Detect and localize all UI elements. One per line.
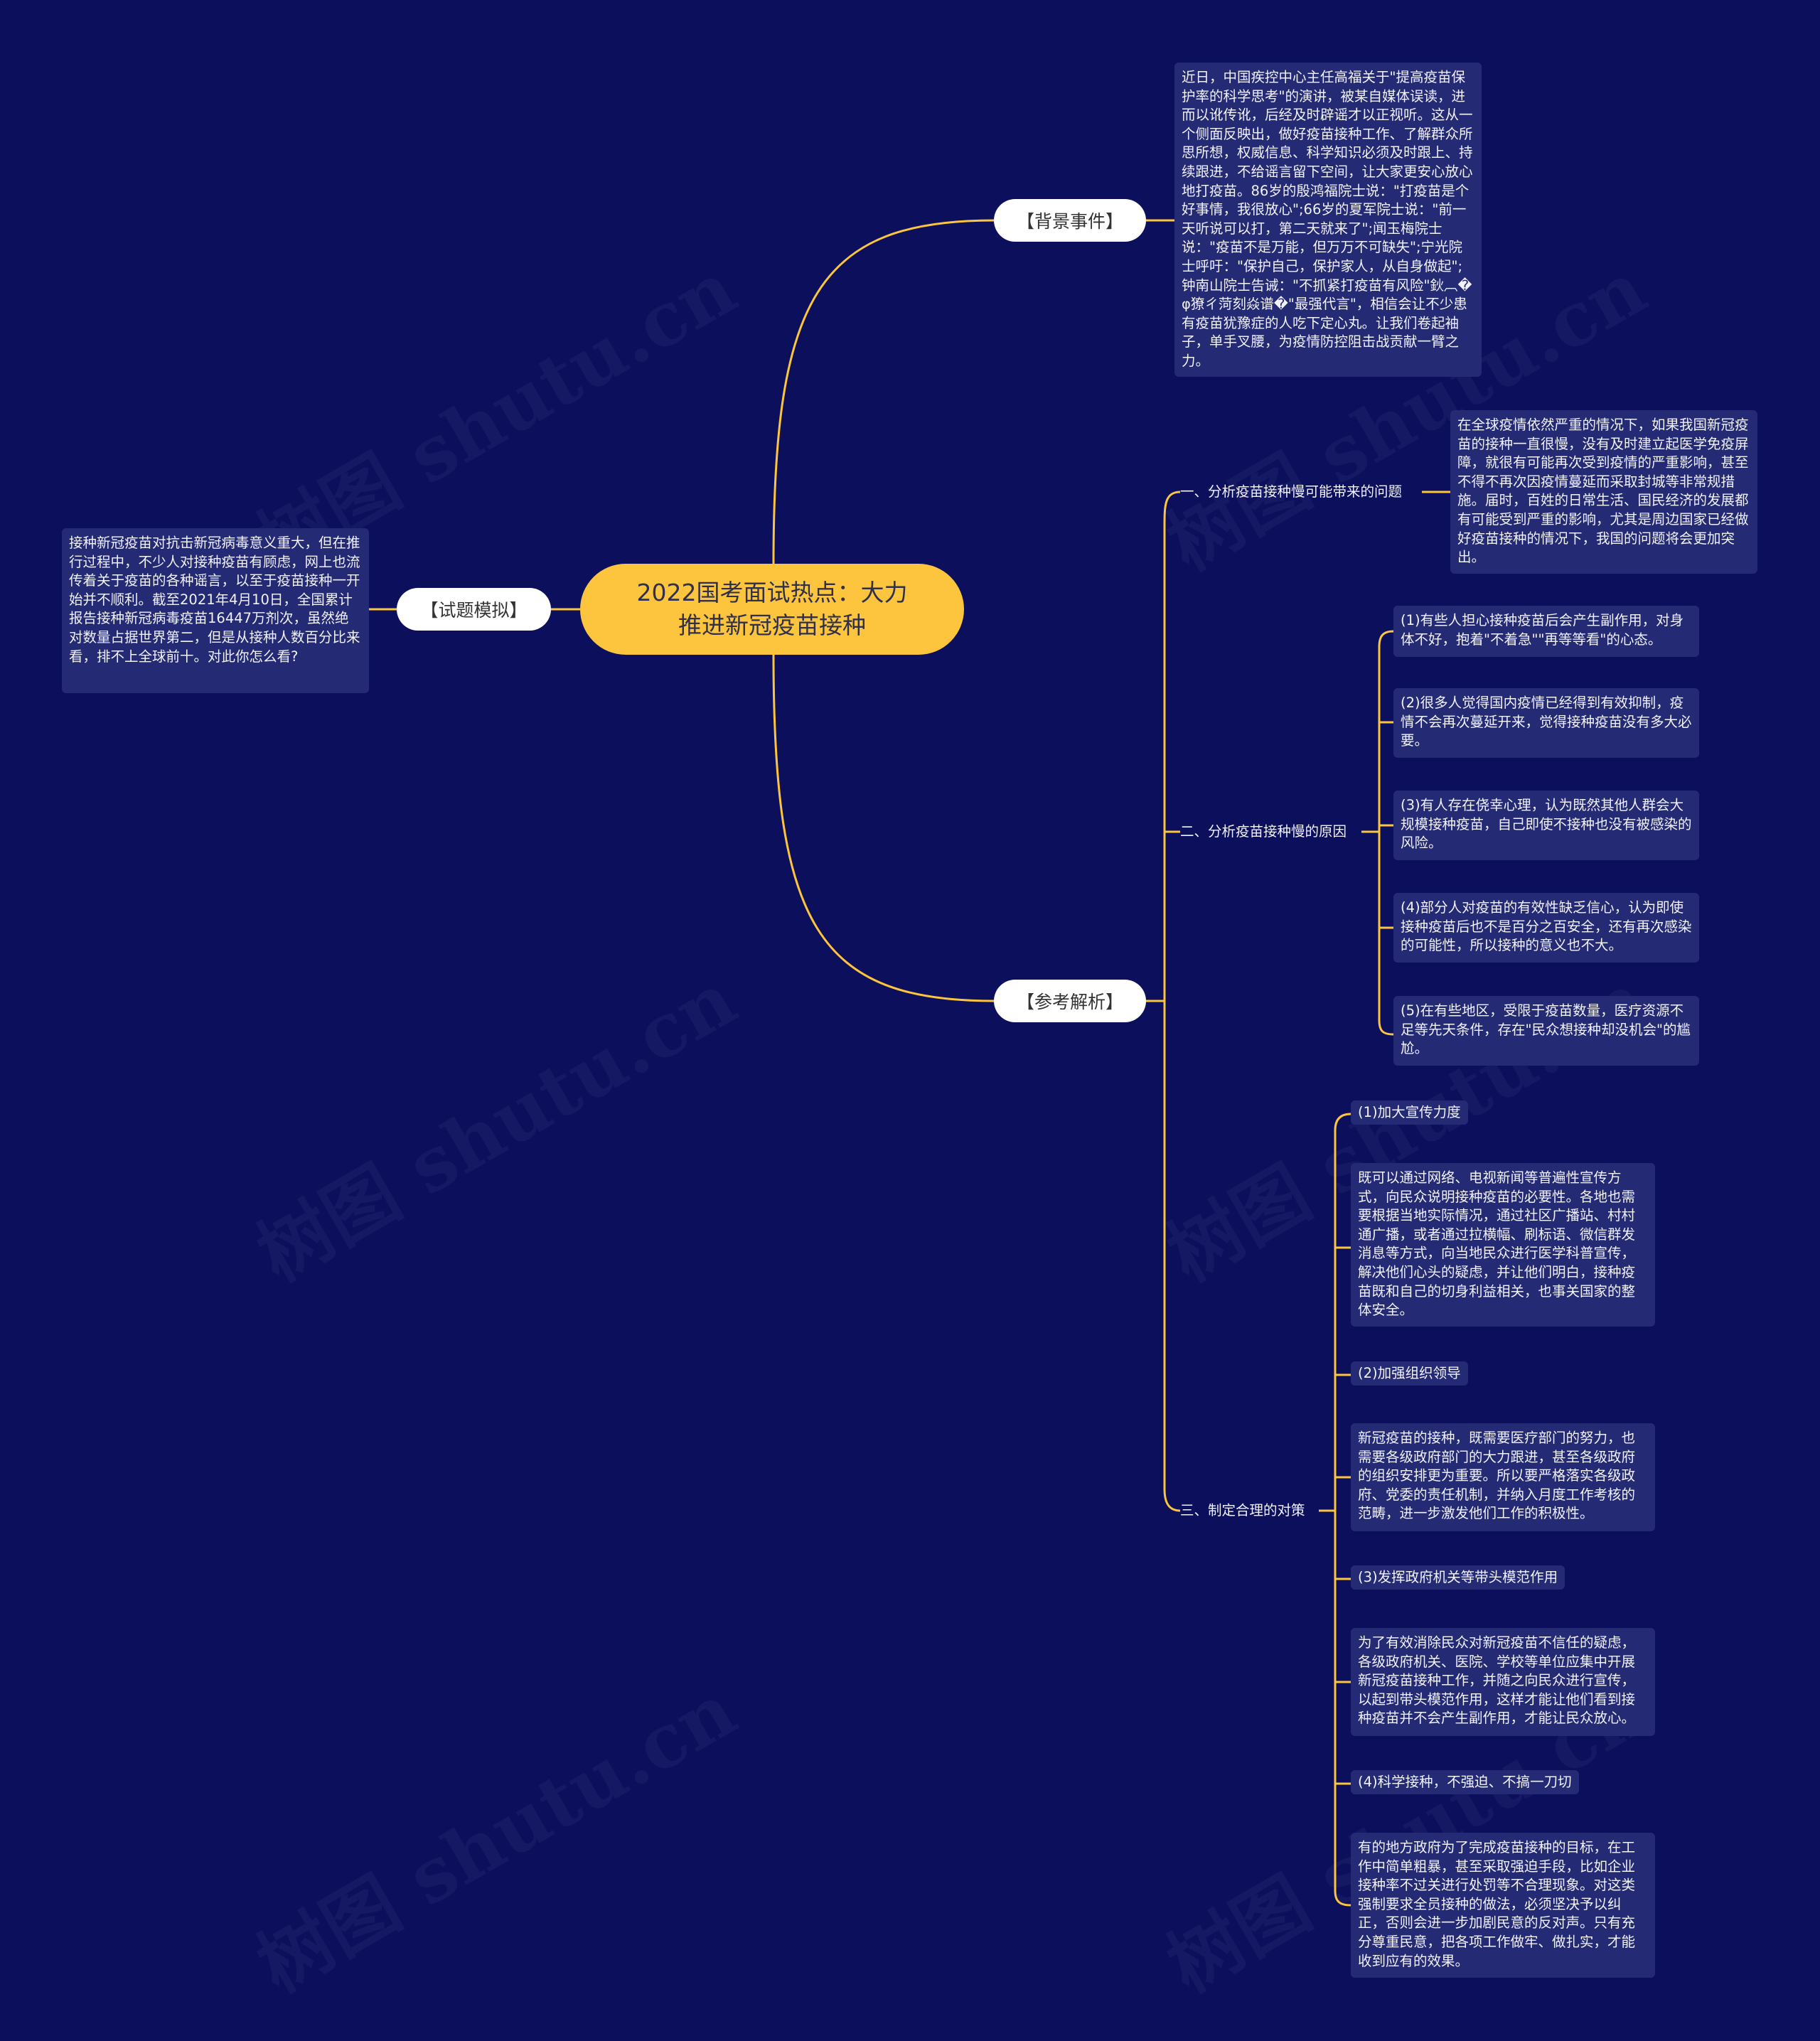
section2-reason-1: (1)有些人担心接种疫苗后会产生副作用，对身体不好，抱着"不着急""再等等看"的… bbox=[1393, 606, 1699, 657]
section2-title[interactable]: 二、分析疫苗接种慢的原因 bbox=[1180, 823, 1347, 840]
section1-title[interactable]: 一、分析疫苗接种慢可能带来的问题 bbox=[1180, 483, 1403, 500]
measure-3-heading[interactable]: (3)发挥政府机关等带头模范作用 bbox=[1351, 1565, 1565, 1590]
section2-reason-5: (5)在有些地区，受限于疫苗数量，医疗资源不足等先天条件，存在"民众想接种却没机… bbox=[1393, 996, 1699, 1066]
measure-4-text: 有的地方政府为了完成疫苗接种的目标，在工作中简单粗暴，甚至采取强迫手段，比如企业… bbox=[1351, 1833, 1655, 1978]
connector-root-background bbox=[772, 219, 995, 564]
connector-section3-bracket bbox=[1319, 1113, 1351, 1907]
root-topic[interactable]: 2022国考面试热点：大力 推进新冠疫苗接种 bbox=[580, 564, 964, 655]
background-event-text: 近日，中国疾控中心主任高福关于"提高疫苗保护率的科学思考"的演讲，被某自媒体误读… bbox=[1174, 63, 1482, 377]
measure-4-heading[interactable]: (4)科学接种，不强迫、不搞一刀切 bbox=[1351, 1770, 1579, 1794]
section2-reason-4: (4)部分人对疫苗的有效性缺乏信心，认为即使接种疫苗后也不是百分之百安全，还有再… bbox=[1393, 893, 1699, 963]
section1-text: 在全球疫情依然严重的情况下，如果我国新冠疫苗的接种一直很慢，没有及时建立起医学免… bbox=[1450, 410, 1757, 574]
section2-reason-3: (3)有人存在侥幸心理，认为既然其他人群会大规模接种疫苗，自己即使不接种也没有被… bbox=[1393, 791, 1699, 860]
measure-1-heading[interactable]: (1)加大宣传力度 bbox=[1351, 1100, 1468, 1125]
root-title-line2: 推进新冠疫苗接种 bbox=[678, 611, 866, 639]
section2-reason-2: (2)很多人觉得国内疫情已经得到有效抑制，疫情不会再次蔓延开来，觉得接种疫苗没有… bbox=[1393, 688, 1699, 758]
connector-analysis-sections bbox=[1163, 491, 1181, 1512]
measure-3-text: 为了有效消除民众对新冠疫苗不信任的疑虑，各级政府机关、医院、学校等单位应集中开展… bbox=[1351, 1628, 1655, 1736]
root-title-line1: 2022国考面试热点：大力 bbox=[636, 579, 908, 606]
branch-question-simulation[interactable]: 【试题模拟】 bbox=[397, 588, 551, 631]
measure-2-heading[interactable]: (2)加强组织领导 bbox=[1351, 1361, 1468, 1386]
question-simulation-text: 接种新冠疫苗对抗击新冠病毒意义重大，但在推行过程中，不少人对接种疫苗有顾虑，网上… bbox=[62, 528, 369, 693]
measure-1-text: 既可以通过网络、电视新闻等普遍性宣传方式，向民众说明接种疫苗的必要性。各地也需要… bbox=[1351, 1163, 1655, 1327]
connector-root-analysis bbox=[772, 654, 995, 1002]
connector-section2-bracket bbox=[1361, 630, 1394, 1036]
branch-background-event[interactable]: 【背景事件】 bbox=[994, 199, 1146, 242]
branch-reference-analysis[interactable]: 【参考解析】 bbox=[994, 980, 1146, 1022]
measure-2-text: 新冠疫苗的接种，既需要医疗部门的努力，也需要各级政府部门的大力跟进，甚至各级政府… bbox=[1351, 1423, 1655, 1531]
section3-title[interactable]: 三、制定合理的对策 bbox=[1180, 1502, 1305, 1518]
